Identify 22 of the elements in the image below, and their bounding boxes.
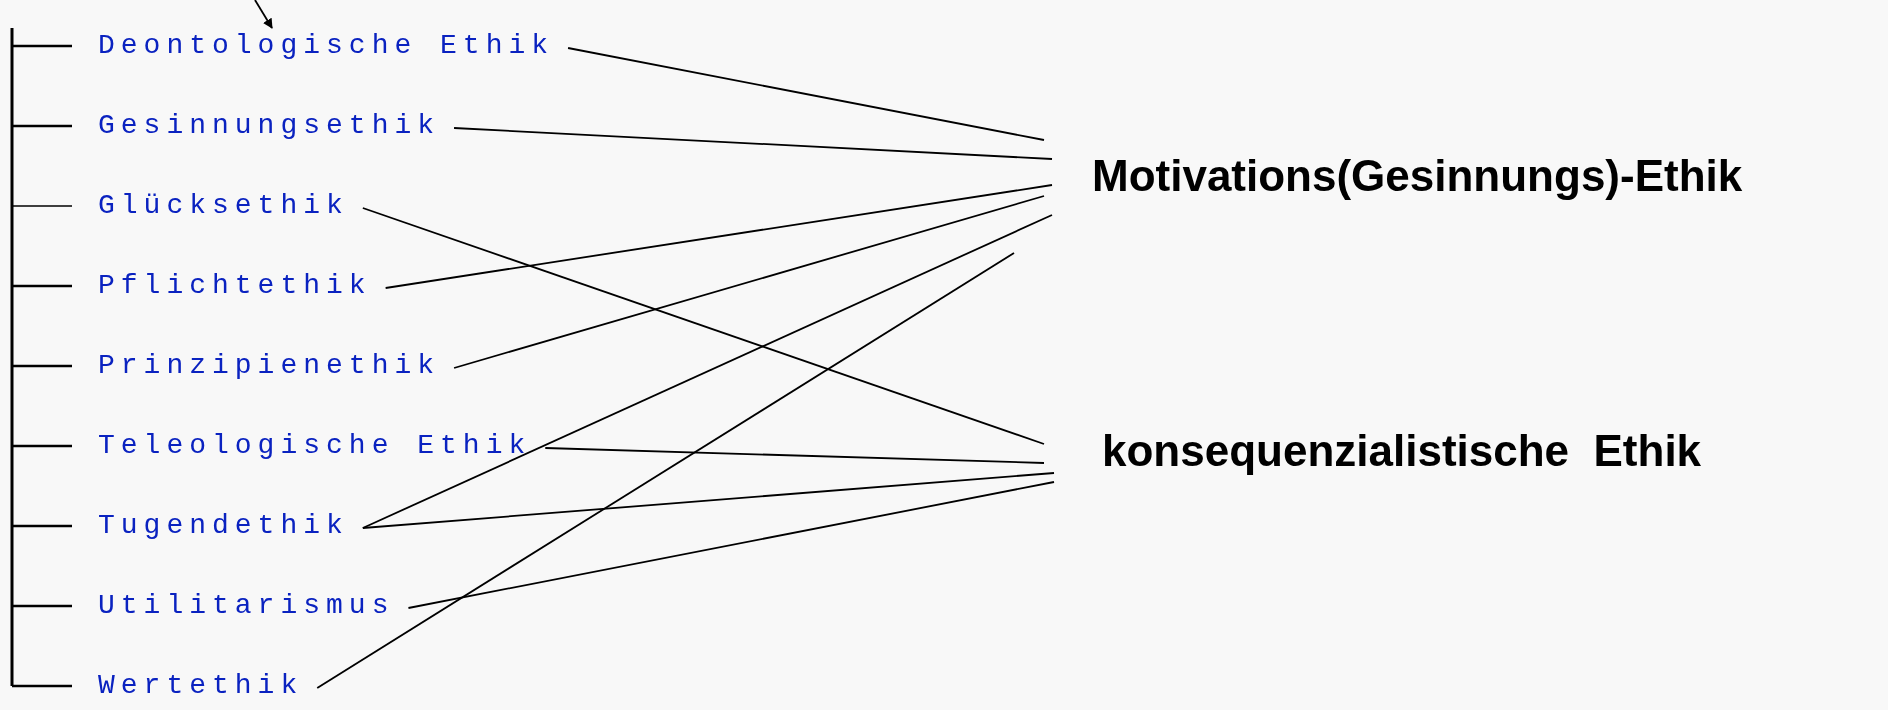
connector-line xyxy=(407,481,1055,609)
connector-line xyxy=(453,127,1053,160)
connector-line xyxy=(567,47,1045,141)
term-label: Pflichtethik xyxy=(92,268,386,304)
connector-line xyxy=(316,252,1015,689)
category-label: konsequenzialistische Ethik xyxy=(1062,425,1702,477)
connector-line xyxy=(361,214,1053,529)
connector-line xyxy=(544,447,1045,464)
term-label: Prinzipienethik xyxy=(92,348,455,384)
connector-line xyxy=(361,207,1045,445)
term-label: Deontologische Ethik xyxy=(92,28,569,64)
term-label: Teleologische Ethik xyxy=(92,428,546,464)
category-label: Motivations(Gesinnungs)-Ethik xyxy=(1052,150,1743,202)
term-label: Tugendethik xyxy=(92,508,363,544)
term-label: Gesinnungsethik xyxy=(92,108,455,144)
connector-line xyxy=(453,195,1045,369)
connector-line xyxy=(384,184,1053,289)
connector-line xyxy=(361,472,1055,529)
term-label: Glücksethik xyxy=(92,188,363,224)
term-label: Wertethik xyxy=(92,668,318,704)
arrow xyxy=(254,0,273,29)
term-label: Utilitarismus xyxy=(92,588,409,624)
